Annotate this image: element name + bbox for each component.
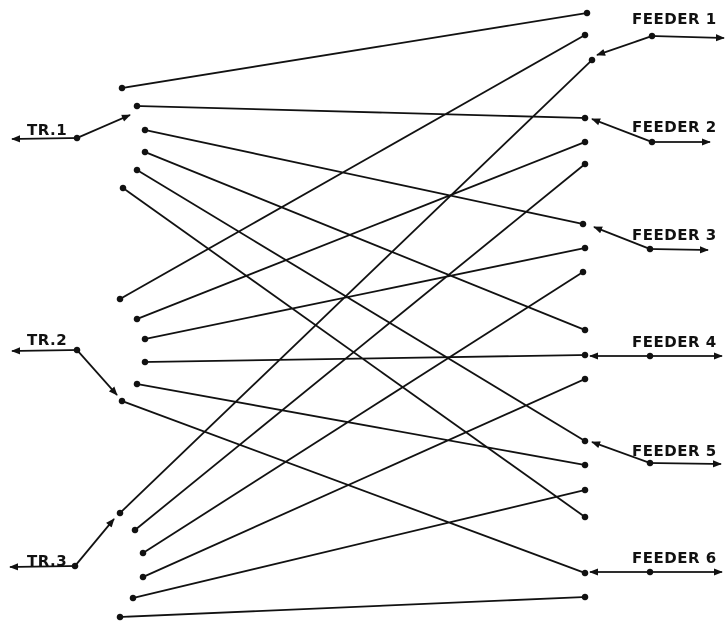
link-line: [142, 378, 586, 578]
link-line: [144, 354, 586, 363]
terminal-dots: [116, 9, 596, 621]
link-line: [121, 400, 586, 574]
feeder2-label: FEEDER 2: [632, 118, 717, 136]
feeder6-label: FEEDER 6: [632, 549, 717, 567]
feeder1-connector: [596, 32, 725, 56]
link-line: [136, 141, 586, 320]
link-line: [144, 247, 586, 340]
link-line: [142, 271, 584, 554]
feeder3-label: FEEDER 3: [632, 226, 717, 244]
tr2-connector: [11, 346, 118, 396]
feeder5-label: FEEDER 5: [632, 442, 717, 460]
feeder1-label: FEEDER 1: [632, 10, 717, 28]
link-line: [119, 59, 593, 514]
link-line: [121, 12, 588, 89]
link-line: [134, 163, 586, 531]
feeder2-connector: [591, 118, 711, 146]
link-line: [119, 596, 586, 618]
feeder4-connector: [589, 352, 723, 360]
link-line: [136, 383, 586, 466]
feeder5-connector: [591, 441, 722, 468]
feeder3-connector: [593, 226, 709, 254]
tr3-connector: [9, 518, 115, 571]
tr1-label: TR.1: [27, 121, 67, 139]
feeder6-connector: [589, 568, 723, 576]
link-line: [119, 34, 586, 300]
link-line: [144, 151, 586, 331]
tr2-label: TR.2: [27, 331, 67, 349]
link-line: [136, 105, 586, 119]
interconnect-lines: [119, 12, 593, 618]
link-line: [132, 489, 586, 599]
link-line: [144, 129, 584, 225]
feeder4-label: FEEDER 4: [632, 333, 717, 351]
link-line: [136, 169, 586, 442]
tr1-connector: [11, 114, 131, 143]
